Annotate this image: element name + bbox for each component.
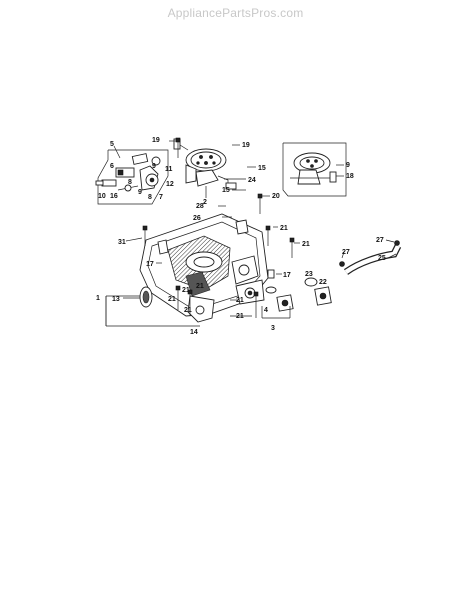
breather-tube xyxy=(339,240,402,275)
bolt-21-right xyxy=(289,237,295,258)
label-9c: 9 xyxy=(346,162,350,169)
label-21f: 21 xyxy=(236,313,244,320)
label-17a: 17 xyxy=(146,261,154,268)
label-21c: 21 xyxy=(168,296,176,303)
label-8a: 8 xyxy=(128,179,132,186)
label-10: 10 xyxy=(98,193,106,200)
pin-17 xyxy=(267,269,275,279)
leader-lines xyxy=(105,140,397,327)
label-26: 26 xyxy=(193,215,201,222)
label-18: 18 xyxy=(346,173,354,180)
label-21d: 21 xyxy=(184,307,192,314)
label-15a: 15 xyxy=(258,165,266,172)
label-8b: 8 xyxy=(148,194,152,201)
bolt-21-lower-left xyxy=(175,285,181,310)
label-16: 16 xyxy=(110,193,118,200)
camshaft-gear-group xyxy=(173,138,237,198)
label-21a: 21 xyxy=(280,225,288,232)
bolt-21-top-right xyxy=(265,225,271,246)
label-21h: 21 xyxy=(196,283,204,290)
balancer-gear-box xyxy=(282,142,347,197)
label-19b: 19 xyxy=(242,142,250,149)
bolt-20 xyxy=(257,193,263,214)
label-21g: 21 xyxy=(182,287,190,294)
governor-assembly-group xyxy=(95,149,169,205)
bolt-21-lower-mid xyxy=(187,289,193,316)
label-20: 20 xyxy=(272,193,280,200)
label-31: 31 xyxy=(118,239,126,246)
label-17b: 17 xyxy=(283,272,291,279)
bolt-31 xyxy=(142,225,148,246)
crankcase-body xyxy=(139,213,269,323)
label-27a: 27 xyxy=(342,249,350,256)
label-28: 28 xyxy=(196,203,204,210)
label-22: 22 xyxy=(319,279,327,286)
bolts-group xyxy=(142,137,295,318)
label-1: 1 xyxy=(96,295,100,302)
bolt-19 xyxy=(175,137,181,158)
label-5: 5 xyxy=(110,141,114,148)
label-15b: 15 xyxy=(222,187,230,194)
label-24: 24 xyxy=(248,177,256,184)
label-6: 6 xyxy=(110,163,114,170)
label-27b: 27 xyxy=(376,237,384,244)
label-3: 3 xyxy=(271,325,275,332)
label-25: 25 xyxy=(378,255,386,262)
label-19a: 19 xyxy=(152,137,160,144)
label-4: 4 xyxy=(264,307,268,314)
label-21b: 21 xyxy=(302,241,310,248)
label-9a: 9 xyxy=(152,163,156,170)
label-2: 2 xyxy=(203,199,207,206)
label-14: 14 xyxy=(190,329,198,336)
label-21e: 21 xyxy=(236,297,244,304)
label-9b: 9 xyxy=(138,189,142,196)
watermark-text: AppliancePartsPros.com xyxy=(167,6,304,20)
label-11: 11 xyxy=(165,166,173,173)
bolt-21-bottom xyxy=(253,291,259,318)
label-12: 12 xyxy=(166,181,174,188)
callout-labels: 5 19 19 6 9 11 12 10 16 8 9 8 7 2 15 15 … xyxy=(96,137,386,336)
oil-seal xyxy=(139,286,153,308)
label-13: 13 xyxy=(112,296,120,303)
label-23: 23 xyxy=(305,271,313,278)
drain-plugs xyxy=(265,277,332,312)
label-7: 7 xyxy=(159,194,163,201)
